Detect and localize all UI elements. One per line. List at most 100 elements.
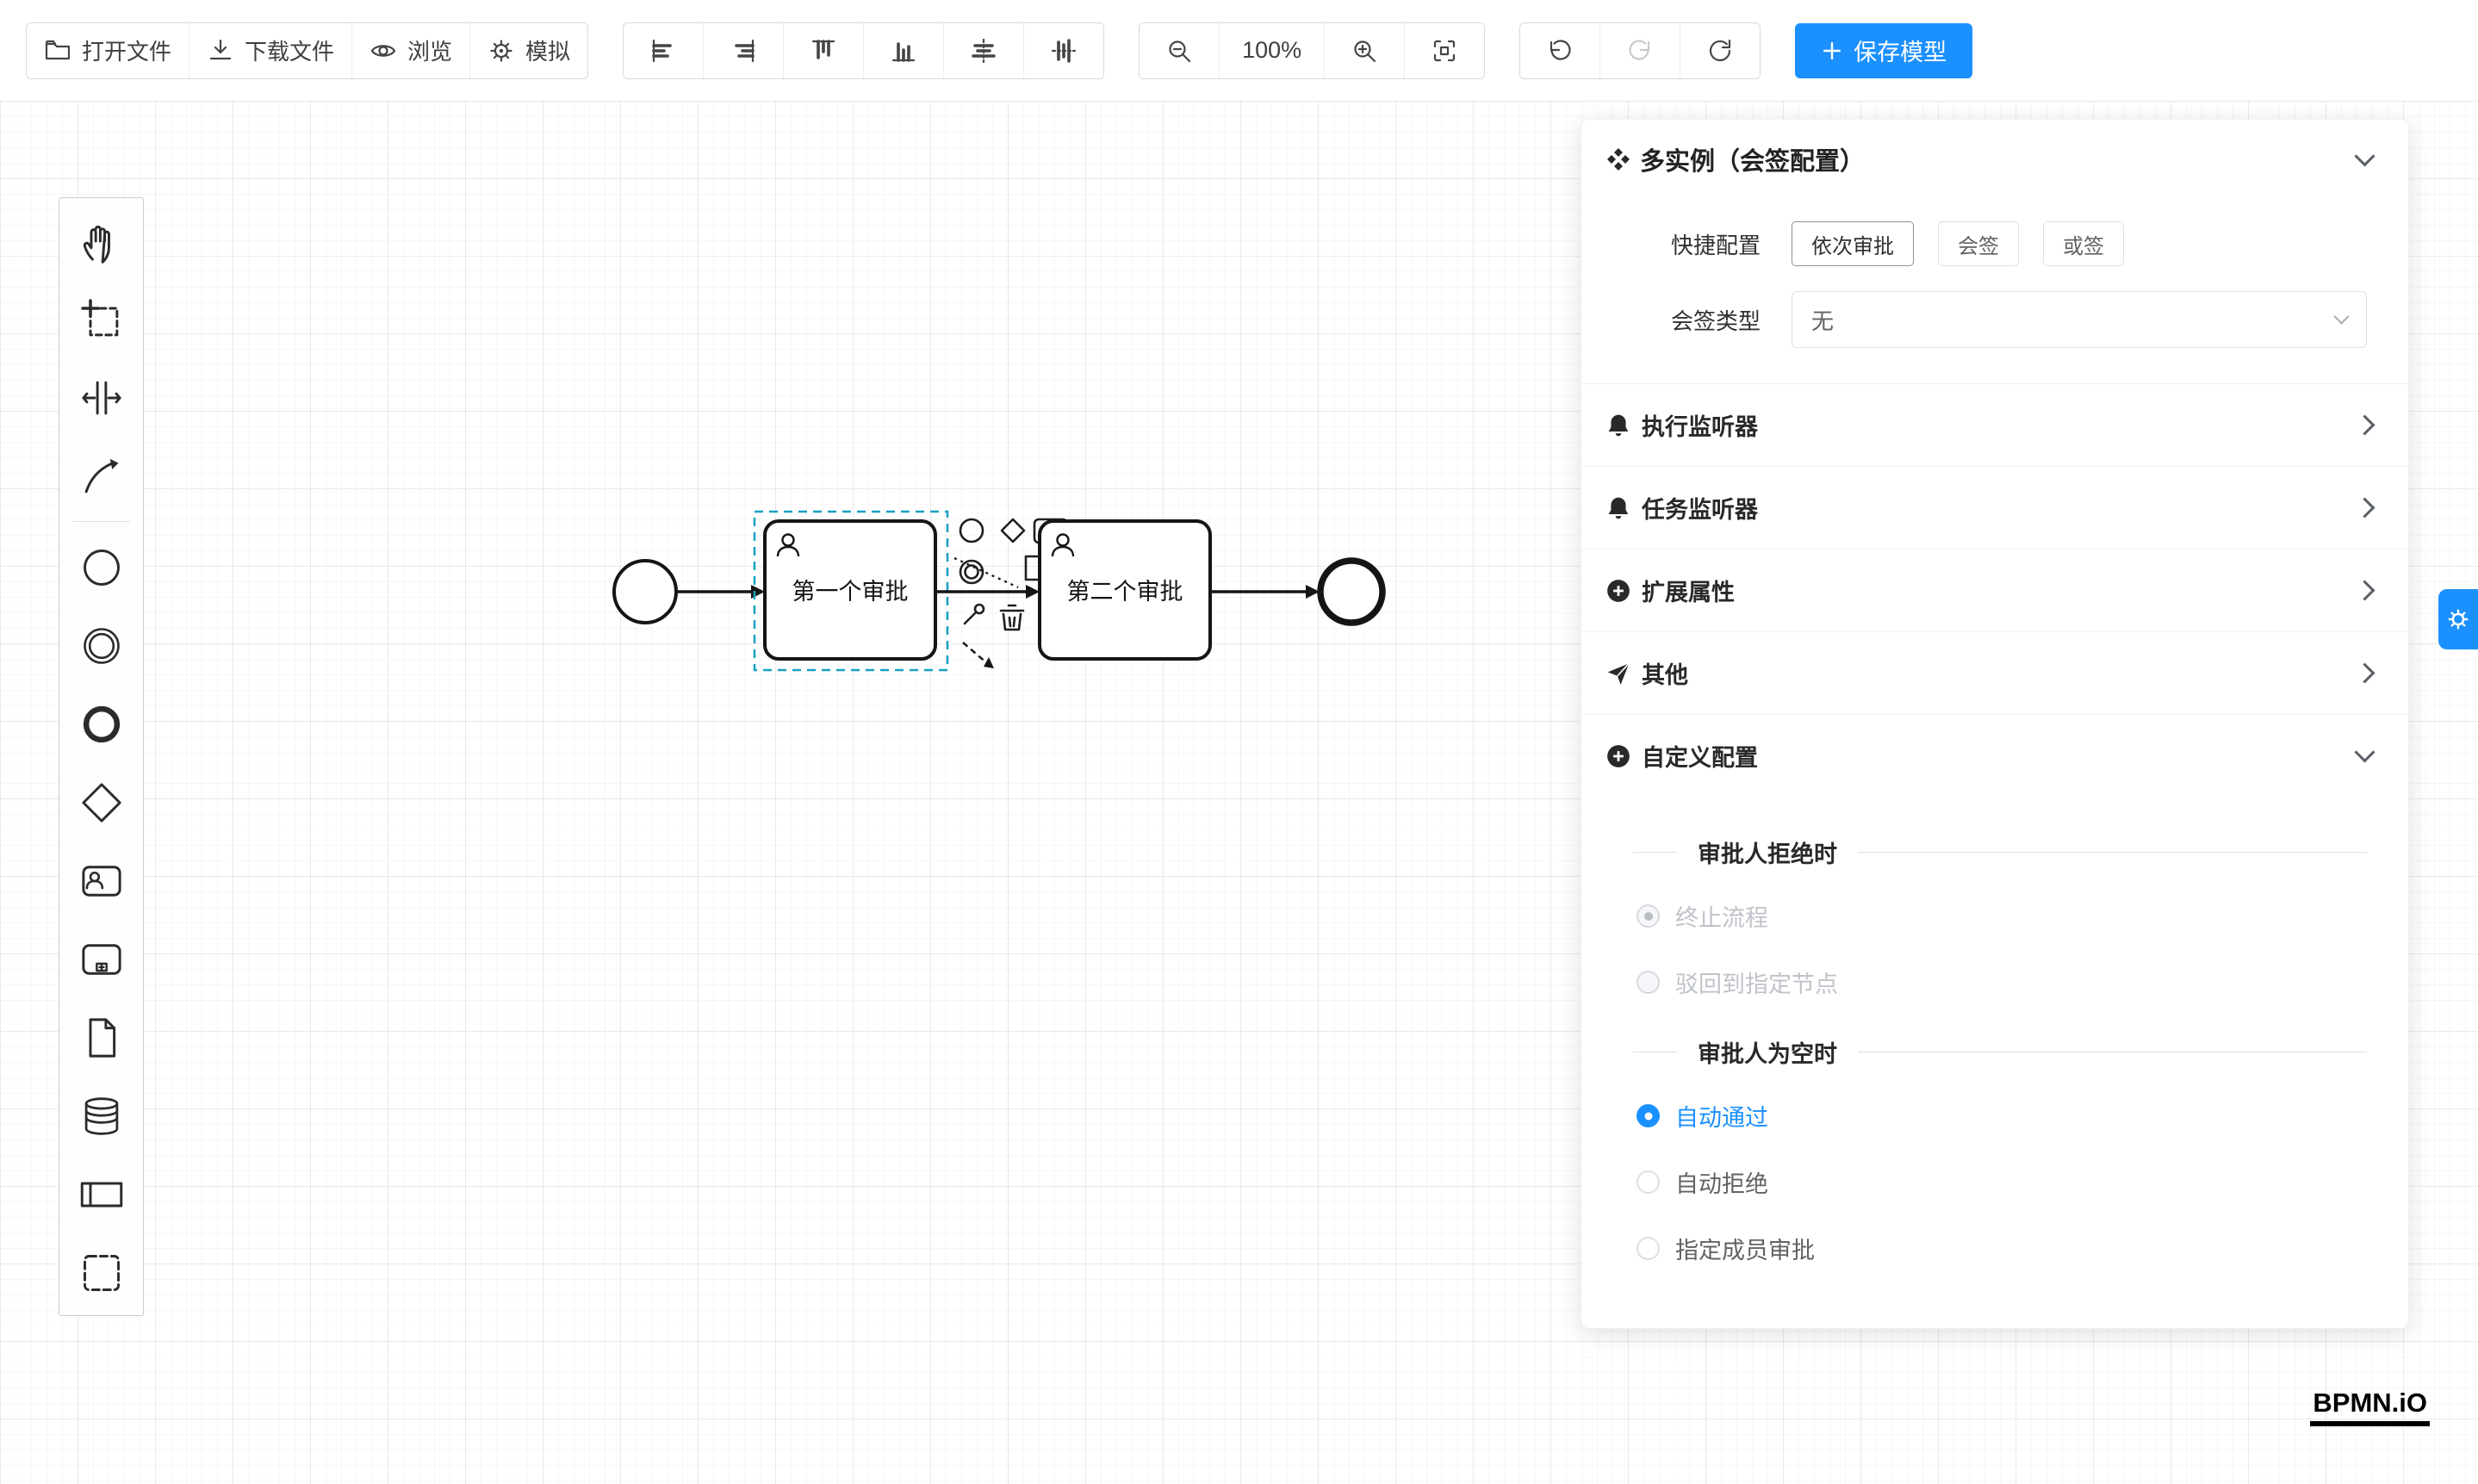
subprocess-icon [81,943,121,975]
align-center-horizontal-button[interactable] [944,22,1025,78]
section-task-listener[interactable]: 任务监听器 [1581,467,2408,550]
task-label: 第二个审批 [1067,579,1183,605]
hand-tool[interactable] [62,202,141,280]
download-icon [209,39,232,59]
lasso-tool[interactable] [62,280,141,358]
plus-circle-icon [1607,579,1630,602]
sign-type-select[interactable]: 无 [1792,291,2367,348]
section-execution-listener[interactable]: 执行监听器 [1581,384,2408,467]
refresh-button[interactable] [1680,22,1761,78]
user-task-icon [81,865,121,897]
chevron-down-icon [2354,145,2376,167]
quick-config-label: 快捷配置 [1670,232,1761,258]
empty-group-title: 审批人为空时 [1698,1040,1837,1067]
radio-auto-pass[interactable]: 自动通过 [1605,1083,2367,1149]
canvas-workspace[interactable]: 第一个审批 [0,101,2478,1484]
sequence-flow-3[interactable] [1210,585,1320,599]
connect-tool-icon[interactable] [962,642,994,668]
align-middle-vertical-icon [1051,38,1077,63]
create-data-object[interactable] [62,998,141,1077]
simulate-button[interactable]: 模拟 [470,22,588,78]
section-custom-config[interactable]: 自定义配置 [1581,715,2408,797]
create-subprocess[interactable] [62,920,141,998]
open-file-button[interactable]: 打开文件 [27,22,190,78]
radio-icon [1636,1237,1660,1260]
create-participant[interactable] [62,1155,141,1233]
align-middle-vertical-button[interactable] [1024,22,1104,78]
align-left-button[interactable] [624,22,705,78]
preview-label: 浏览 [407,39,453,65]
quick-option-sequential[interactable]: 依次审批 [1792,221,1914,266]
create-user-task[interactable] [62,841,141,920]
user-task-second[interactable]: 第二个审批 [1038,519,1212,661]
create-gateway[interactable] [62,763,141,841]
create-start-event[interactable] [62,528,141,606]
align-bottom-icon [891,41,916,62]
section-extended-properties[interactable]: 扩展属性 [1581,550,2408,632]
download-file-button[interactable]: 下载文件 [189,22,353,78]
quick-option-countersign[interactable]: 会签 [1938,221,2019,266]
zoom-out-button[interactable] [1140,22,1220,78]
wrench-icon[interactable] [963,603,985,625]
collapsible-sections: 执行监听器 任务监听器 扩展属性 其他 [1581,383,2408,797]
save-model-button[interactable]: 保存模型 [1795,22,1973,78]
panel-title: 多实例（会签配置） [1640,148,1866,176]
chevron-right-icon [2354,580,2376,601]
append-gateway-icon[interactable] [1000,518,1026,543]
quick-config-row: 快捷配置 依次审批 会签 或签 [1581,213,2408,275]
align-right-button[interactable] [704,22,785,78]
sequence-flow-2[interactable] [935,585,1040,599]
create-data-store[interactable] [62,1077,141,1155]
end-event-shape[interactable] [1317,557,1386,626]
redo-button[interactable] [1600,22,1681,78]
radio-designated-member[interactable]: 指定成员审批 [1605,1215,2367,1282]
palette-separator [72,521,130,522]
section-other[interactable]: 其他 [1581,632,2408,715]
bell-icon [1608,414,1629,436]
space-tool-icon [81,381,121,414]
append-preview-line [953,556,1019,589]
sequence-flow-1[interactable] [676,585,765,599]
zoom-out-icon [1169,40,1191,62]
chevron-down-icon [2333,307,2350,325]
zoom-in-button[interactable] [1325,22,1406,78]
start-event-shape[interactable] [612,559,678,624]
bpmn-canvas-diagram[interactable]: 第一个审批 [586,482,1447,723]
gateway-icon [81,782,121,823]
start-event-icon [83,549,120,586]
text-annotation-icon[interactable] [1024,555,1039,581]
append-intermediate-event-icon[interactable] [959,559,984,585]
undo-button[interactable] [1520,22,1601,78]
bpmn-io-watermark[interactable]: BPMN.iO [2310,1388,2430,1426]
reject-group-divider: 审批人拒绝时 [1605,835,2367,869]
create-intermediate-event[interactable] [62,606,141,685]
radio-terminate-process: 终止流程 [1605,883,2367,949]
custom-config-content: 审批人拒绝时 终止流程 驳回到指定节点 审批人为空时 [1581,797,2408,1282]
plus-circle-icon [1607,744,1630,767]
align-bottom-button[interactable] [864,22,945,78]
append-end-event-icon[interactable] [959,518,984,543]
radio-icon [1636,1104,1660,1127]
intermediate-event-icon [83,627,120,664]
trash-icon[interactable] [999,604,1025,631]
radio-auto-reject[interactable]: 自动拒绝 [1605,1149,2367,1215]
user-icon [776,533,800,557]
align-top-icon [811,39,835,59]
file-button-group: 打开文件 下载文件 浏览 模拟 [26,22,589,79]
preview-button[interactable]: 浏览 [352,22,471,78]
participant-icon [80,1182,122,1207]
create-group[interactable] [62,1233,141,1312]
radio-return-to-node: 驳回到指定节点 [1605,949,2367,1015]
quick-option-orsign[interactable]: 或签 [2043,221,2124,266]
fit-viewport-button[interactable] [1405,22,1485,78]
space-tool[interactable] [62,358,141,437]
panel-header-multi-instance[interactable]: 多实例（会签配置） [1581,120,2408,199]
user-task-first[interactable]: 第一个审批 [763,519,937,661]
panel-toggle-button[interactable] [2438,589,2478,649]
open-file-label: 打开文件 [82,39,172,65]
align-center-horizontal-icon [972,38,996,63]
align-right-icon [735,39,755,62]
align-top-button[interactable] [784,22,865,78]
create-end-event[interactable] [62,685,141,763]
global-connect-tool[interactable] [62,437,141,515]
